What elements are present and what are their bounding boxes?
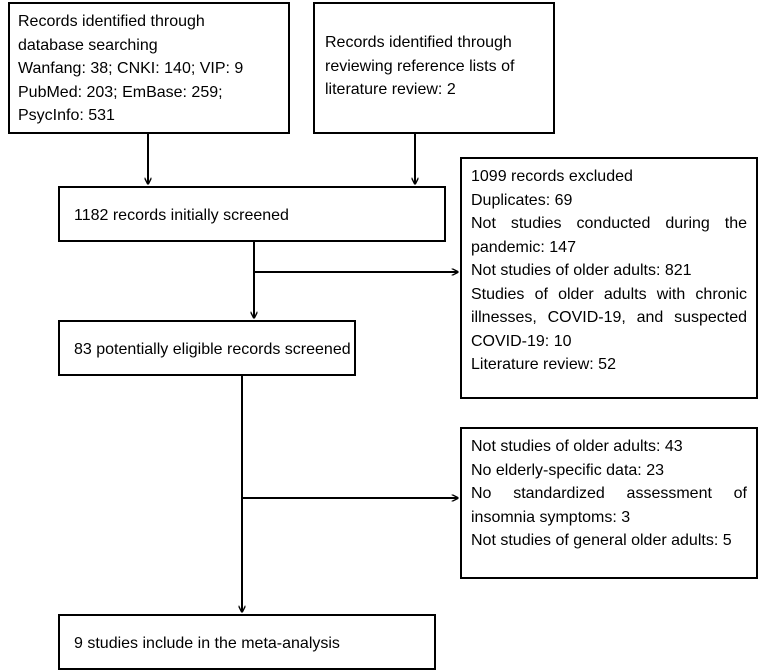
initial-screening-label: 1182 records initially screened <box>74 207 289 224</box>
database-search-box: Records identified through database sear… <box>8 2 290 134</box>
database-line-1: Records identified through <box>18 13 205 30</box>
reference-review-box: Records identified through reviewing ref… <box>313 2 555 134</box>
database-line-4: PubMed: 203; EmBase: 259; <box>18 83 223 101</box>
reference-line-3: literature review: 2 <box>325 81 456 98</box>
database-line-2: database searching <box>18 36 158 54</box>
excluded1-line-8: COVID-19: 10 <box>471 332 572 350</box>
excluded1-line-6: Studies of older adults with chronic <box>471 285 747 303</box>
excluded1-line-1: 1099 records excluded <box>471 168 633 185</box>
excluded2-line-3: No standardized assessment of <box>471 485 747 502</box>
excluded1-line-7: illnesses, COVID-19, and suspected <box>471 309 747 326</box>
excluded2-line-2: No elderly-specific data: 23 <box>471 461 664 479</box>
included-studies-box: 9 studies include in the meta-analysis <box>58 614 436 670</box>
excluded2-line-1: Not studies of older adults: 43 <box>471 438 683 455</box>
records-excluded-box: 1099 records excluded Duplicates: 69 Not… <box>460 157 758 399</box>
database-line-5: PsycInfo: 531 <box>18 107 115 124</box>
excluded1-line-9: Literature review: 52 <box>471 356 616 373</box>
included-studies-label: 9 studies include in the meta-analysis <box>74 635 340 652</box>
eligible-records-label: 83 potentially eligible records screened <box>74 341 351 358</box>
full-text-excluded-box: Not studies of older adults: 43 No elder… <box>460 427 758 579</box>
excluded2-line-5: Not studies of general older adults: 5 <box>471 532 732 549</box>
excluded1-line-5: Not studies of older adults: 821 <box>471 262 692 279</box>
reference-line-2: reviewing reference lists of <box>325 57 515 75</box>
excluded2-line-4: insomnia symptoms: 3 <box>471 508 631 526</box>
initial-screening-box: 1182 records initially screened <box>58 186 446 242</box>
reference-line-1: Records identified through <box>325 34 512 51</box>
excluded1-line-4: pandemic: 147 <box>471 238 576 256</box>
excluded1-line-3: Not studies conducted during the <box>471 215 747 232</box>
excluded1-line-2: Duplicates: 69 <box>471 191 573 209</box>
eligible-records-box: 83 potentially eligible records screened <box>58 320 356 376</box>
database-line-3: Wanfang: 38; CNKI: 140; VIP: 9 <box>18 60 244 77</box>
